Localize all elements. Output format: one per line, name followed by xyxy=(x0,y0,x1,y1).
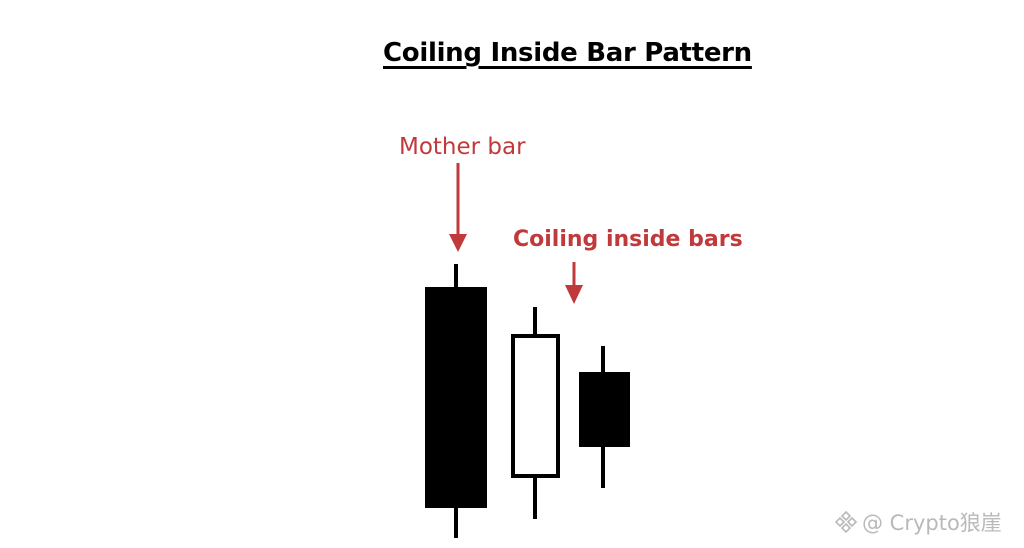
coiling-inside-bar-1-body xyxy=(511,334,560,478)
mother-bar-arrow xyxy=(449,163,467,252)
mother-bar-candle xyxy=(425,264,487,538)
coiling-inside-bars-arrow xyxy=(565,262,583,304)
coiling-inside-bars-label: Coiling inside bars xyxy=(513,227,743,252)
coiling-inside-bar-1-candle xyxy=(511,307,560,519)
coiling-inside-bar-2-candle xyxy=(579,346,630,488)
watermark-text: @ Crypto狼崖 xyxy=(862,511,1002,535)
coiling-inside-bar-2-body xyxy=(579,372,630,447)
mother-bar-label: Mother bar xyxy=(399,134,526,160)
diagram-title: Coiling Inside Bar Pattern xyxy=(383,38,752,68)
watermark: @ Crypto狼崖 xyxy=(834,509,1002,535)
binance-logo-icon xyxy=(834,510,858,534)
mother-bar-body xyxy=(425,287,487,508)
